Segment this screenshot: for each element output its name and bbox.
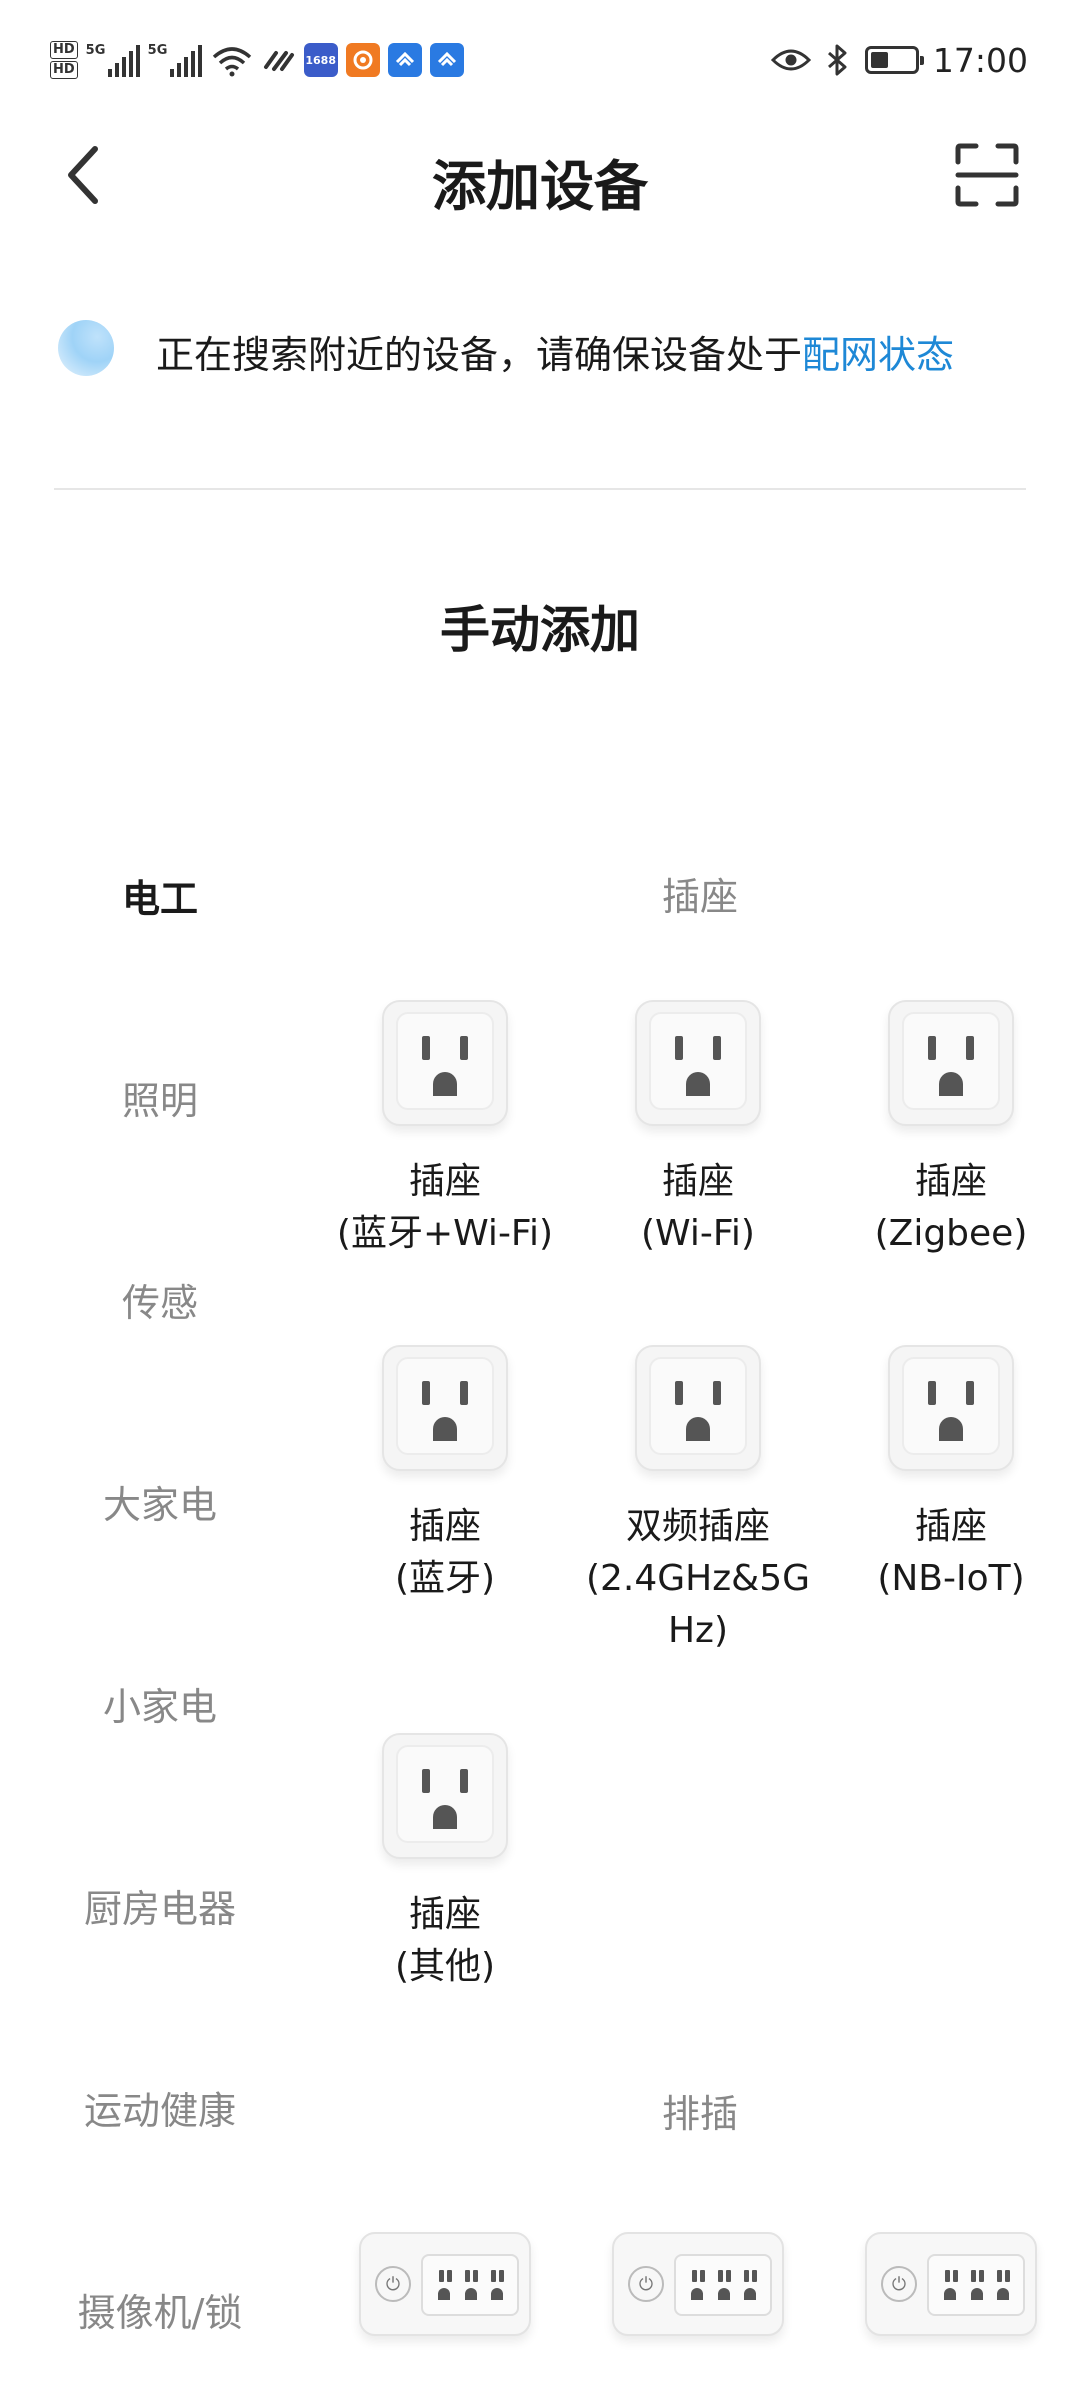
status-left: HD HD 5G 5G 1688 (50, 36, 464, 84)
clock: 17:00 (932, 40, 1028, 80)
power-strip-icon: ⏻ (612, 2232, 784, 2336)
product-label: 插座 (其他) (394, 1894, 496, 1987)
app-notification-icon (345, 43, 380, 77)
product-power-strip[interactable]: ⏻ (573, 2232, 823, 2336)
app-notification-icon (429, 43, 464, 77)
category-small-appliance[interactable]: 小家电 (102, 1685, 217, 1729)
product-socket-dual-band[interactable]: 双频插座 (2.4GHz&5G Hz) (573, 1345, 823, 1657)
socket-icon (382, 1000, 508, 1126)
category-sensor[interactable]: 传感 (121, 1281, 198, 1325)
battery-level (870, 52, 888, 68)
category-lighting[interactable]: 照明 (121, 1079, 198, 1123)
searching-spinner-icon (58, 320, 114, 376)
product-label: 双频插座 (2.4GHz&5G Hz) (585, 1506, 811, 1651)
status-right: 17:00 (770, 36, 1028, 84)
category-camera-lock[interactable]: 摄像机/锁 (77, 2291, 243, 2335)
pairing-mode-link[interactable]: 配网状态 (802, 333, 955, 377)
power-icon: ⏻ (881, 2266, 917, 2302)
product-socket-zigbee[interactable]: 插座 (Zigbee) (826, 1000, 1076, 1260)
product-socket-nb-iot[interactable]: 插座 (NB-IoT) (826, 1345, 1076, 1605)
product-label: 插座 (蓝牙+Wi-Fi) (336, 1161, 554, 1254)
back-button[interactable] (48, 140, 118, 210)
socket-icon (635, 1345, 761, 1471)
hd-label: HD (50, 61, 78, 79)
product-label: 插座 (NB-IoT) (877, 1506, 1025, 1599)
network-type-label: 5G (85, 43, 106, 58)
manual-add-title: 手动添加 (440, 601, 640, 659)
scan-button[interactable] (952, 140, 1022, 210)
search-status-banner: 正在搜索附近的设备，请确保设备处于配网状态 (0, 300, 1080, 400)
group-title-socket: 插座 (661, 875, 738, 919)
link-icon (263, 51, 294, 71)
hd-label: HD (50, 41, 78, 59)
wifi-icon (212, 47, 251, 77)
top-app-bar: 添加设备 (0, 120, 1080, 230)
battery-icon (864, 46, 924, 74)
chevron-left-icon (68, 146, 98, 204)
product-socket-other[interactable]: 插座 (其他) (320, 1733, 570, 1993)
search-status-message: 正在搜索附近的设备，请确保设备处于 (156, 333, 803, 377)
app-notification-icon: 1688 (303, 43, 338, 77)
product-power-strip[interactable]: ⏻ (320, 2232, 570, 2336)
product-label: 插座 (Wi-Fi) (641, 1161, 755, 1254)
socket-icon (382, 1733, 508, 1859)
socket-icon (635, 1000, 761, 1126)
socket-icon (888, 1000, 1014, 1126)
power-strip-icon: ⏻ (359, 2232, 531, 2336)
product-label: 插座 (Zigbee) (874, 1161, 1028, 1254)
socket-icon (888, 1345, 1014, 1471)
hd-icon: HD HD (50, 40, 78, 80)
page-title: 添加设备 (432, 155, 648, 218)
product-label: 插座 (蓝牙) (394, 1506, 496, 1599)
power-icon: ⏻ (628, 2266, 664, 2302)
app-notification-icon (387, 43, 422, 77)
category-kitchen-appliance[interactable]: 厨房电器 (83, 1887, 236, 1931)
group-title-power-strip: 排插 (661, 2092, 738, 2136)
bluetooth-icon (827, 44, 847, 76)
divider (54, 488, 1026, 490)
product-power-strip[interactable]: ⏻ (826, 2232, 1076, 2336)
signal-icon: 5G (86, 43, 140, 77)
product-socket-ble[interactable]: 插座 (蓝牙) (320, 1345, 570, 1605)
signal-icon: 5G (148, 43, 202, 77)
search-status-text: 正在搜索附近的设备，请确保设备处于配网状态 (156, 324, 954, 379)
scan-icon (955, 143, 1019, 207)
power-icon: ⏻ (375, 2266, 411, 2302)
app-badge-label: 1688 (305, 53, 336, 67)
network-type-label: 5G (147, 43, 168, 58)
socket-icon (382, 1345, 508, 1471)
category-large-appliance[interactable]: 大家电 (102, 1483, 217, 1527)
eye-icon (770, 49, 811, 71)
product-socket-wifi[interactable]: 插座 (Wi-Fi) (573, 1000, 823, 1260)
product-socket-ble-wifi[interactable]: 插座 (蓝牙+Wi-Fi) (320, 1000, 570, 1260)
status-bar: HD HD 5G 5G 1688 (0, 0, 1080, 120)
category-electrician[interactable]: 电工 (121, 877, 198, 921)
category-sports-health[interactable]: 运动健康 (83, 2089, 236, 2133)
power-strip-icon: ⏻ (865, 2232, 1037, 2336)
